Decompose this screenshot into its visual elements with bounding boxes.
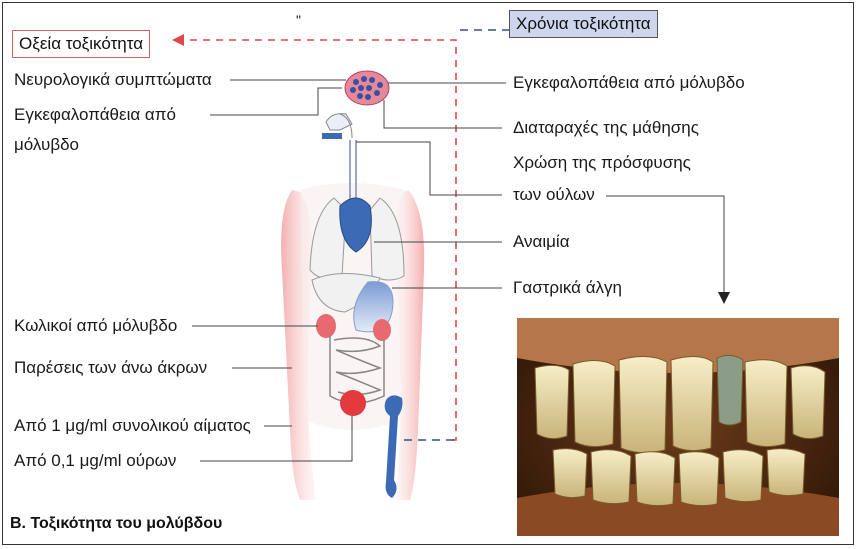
kidney-left-shape [316,314,336,338]
label-paresis: Παρέσεις των άνω άκρων [14,358,207,378]
chronic-toxicity-box: Χρόνια τοξικότητα [509,10,658,38]
down-arrow-icon [718,292,730,304]
label-encephalopathy-right: Εγκεφαλοπάθεια από μόλυβδο [513,73,745,93]
acute-toxicity-box: Οξεία τοξικότητα [12,30,150,58]
label-gastric-pain: Γαστρικά άλγη [513,278,622,298]
bladder-icon [340,390,366,416]
label-gum-line-1: Χρώση της πρόσφυσης [513,153,691,173]
acute-arrow-icon [172,34,184,46]
kidney-right-shape [373,319,391,341]
label-anemia: Αναιμία [513,232,570,252]
label-urine-level: Από 0,1 μg/ml ούρων [14,451,176,471]
label-blood-level: Από 1 μg/ml συνολικού αίματος [14,416,251,436]
label-gum-line-2: των ούλων [513,185,595,205]
label-learning-disorders: Διαταραχές της μάθησης [513,118,699,138]
label-encephalopathy-left-2: μόλυβδο [14,135,79,155]
figure-caption: B. Τοξικότητα του μολύβδου [10,515,222,533]
label-neuro-symptoms: Νευρολογικά συμπτώματα [14,70,212,90]
teeth-photo [517,318,839,536]
label-colic: Κωλικοί από μόλυβδο [14,316,177,336]
stray-mark: " [296,10,301,30]
label-encephalopathy-left-1: Εγκεφαλοπάθεια από [14,105,176,125]
mouth-icon [322,114,352,139]
brain-icon [345,71,389,105]
